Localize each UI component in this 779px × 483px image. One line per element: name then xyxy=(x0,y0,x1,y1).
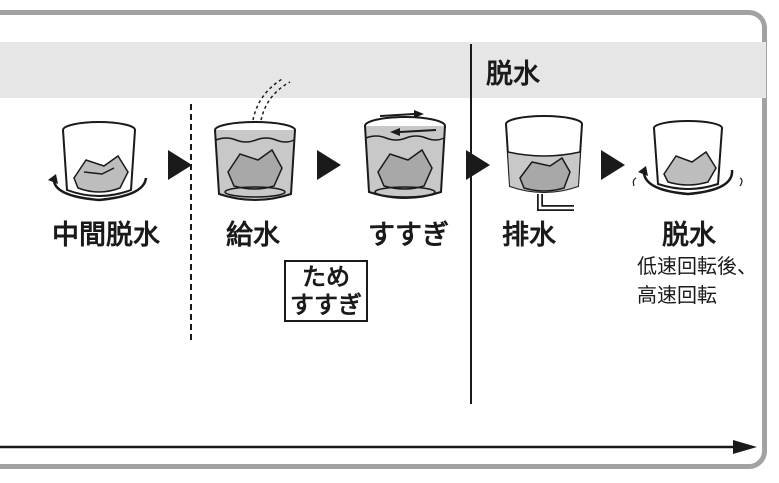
tub-drain-icon xyxy=(505,115,583,211)
tame-rinse-box: ため すすぎ xyxy=(284,260,368,322)
diagram-frame xyxy=(0,10,767,469)
step-label-spin: 脱水 xyxy=(662,220,716,251)
step-arrow-icon xyxy=(168,150,192,180)
spin-note-line2: 高速回転 xyxy=(637,283,717,307)
phase-header-band xyxy=(0,42,766,98)
stage-dashed-divider xyxy=(190,104,192,340)
step-label-intermediate-spin: 中間脱水 xyxy=(52,220,160,251)
spin-note-line1: 低速回転後、 xyxy=(637,254,757,278)
spin-note: 低速回転後、 高速回転 xyxy=(637,252,757,310)
tame-rinse-line2: すすぎ xyxy=(290,291,362,319)
step-arrow-icon xyxy=(466,150,490,180)
step-arrow-icon xyxy=(317,150,341,180)
timeline-arrow-icon xyxy=(0,440,757,454)
tame-rinse-line1: ため xyxy=(302,263,350,291)
phase-divider xyxy=(470,44,472,404)
tub-spin-icon xyxy=(48,121,148,202)
step-arrow-icon xyxy=(601,150,625,180)
tub-fill-icon xyxy=(214,77,296,201)
tub-spin-final-icon xyxy=(632,120,743,196)
step-label-drain: 排水 xyxy=(502,220,556,251)
phase-title-spin: 脱水 xyxy=(486,59,540,90)
tub-rinse-icon xyxy=(364,110,446,199)
step-label-rinse: すすぎ xyxy=(368,220,449,251)
step-label-water-supply: 給水 xyxy=(226,220,280,251)
